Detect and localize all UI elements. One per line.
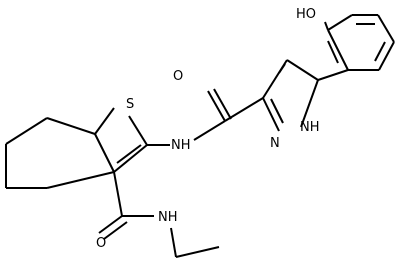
ethyl-amide-nh-label: NH [158,210,178,225]
pyrazole-ring-double-bond [270,98,284,124]
hydroxyl-bond [324,21,329,31]
phenol-ring-double-bond [374,41,386,62]
atom-labels: HO O NH N S NH O NH [96,7,320,251]
top-carbonyl-bond [207,90,226,122]
hydroxyl-label: HO [296,7,316,22]
cyclohexene-bond [46,117,96,135]
pyrazole-ring-bond [286,59,319,81]
lower-carbonyl-double-bond [103,221,128,240]
thiophene-sulfur-label: S [126,97,134,112]
thiophene-bond [128,115,148,146]
top-carbonyl-double-bond [213,88,232,120]
aryl-pyrazole-bond [317,69,349,81]
cyclohexene-bond [5,117,48,145]
top-amide-oxygen-label: O [173,69,183,84]
pyrazole-n-label: N [270,136,280,151]
pyrazole-ring-bond [300,79,319,128]
pyrazole-nh-label: NH [300,120,320,135]
thiophene-bond [94,133,115,173]
lower-carbonyl-bond [98,215,123,234]
ethyl-bond [170,227,177,258]
left-amide-nh-label: NH [171,138,191,153]
phenol-ring-bond [327,14,353,31]
amide-nh-bond [193,120,226,141]
pyrazole-ring-bond [262,97,280,132]
bottom-amide-oxygen-label: O [96,236,106,251]
thiophene-double-bond [116,144,142,164]
lower-amide-bond [113,171,123,217]
pyrazole-amide-bond [224,97,264,122]
phenol-ring-double-bond [327,40,339,64]
ethyl-bond [175,246,220,258]
phenol-ring-bond [378,41,395,71]
pyrazole-ring-double-bond [278,63,286,74]
cyclohexene-bond [46,171,115,189]
thiophene-bond [113,144,148,173]
phenol-ring-bond [327,29,349,71]
bond-network [5,14,395,258]
phenol-ring-bond [377,14,395,43]
thiophene-bond [94,107,115,135]
